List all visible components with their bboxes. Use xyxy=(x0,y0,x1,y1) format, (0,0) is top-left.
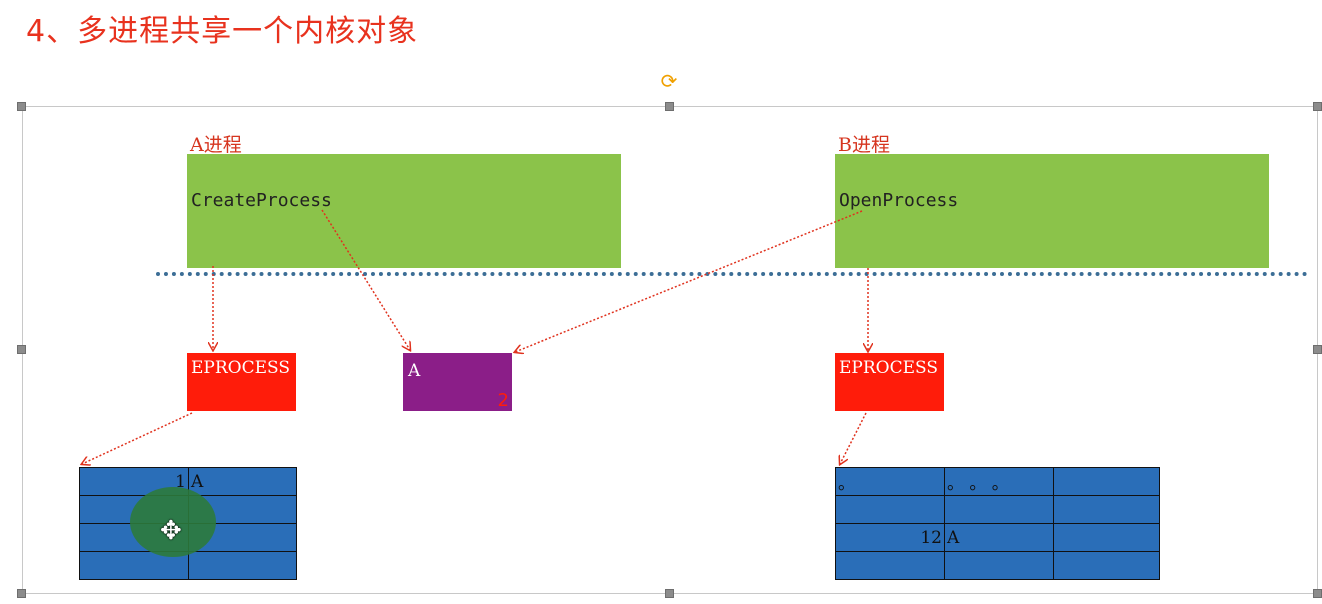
table-cell xyxy=(1053,467,1160,496)
table-row xyxy=(835,551,1160,580)
kernel-object: A 2 xyxy=(403,353,512,411)
table-cell: 12 xyxy=(835,523,945,552)
process-b-handle-table: 。 。 。 。 12 A xyxy=(835,467,1160,580)
resize-handle-bottom-left[interactable] xyxy=(17,589,26,598)
process-a-box xyxy=(187,154,621,268)
process-a-eprocess: EPROCESS xyxy=(187,353,296,411)
kernel-object-name: A xyxy=(408,361,421,381)
slide-title: 4、多进程共享一个内核对象 xyxy=(26,14,419,49)
resize-handle-top-middle[interactable] xyxy=(665,102,674,111)
cursor-highlight xyxy=(130,487,216,557)
table-row xyxy=(835,495,1160,524)
process-b-box xyxy=(835,154,1269,268)
table-row: 12 A xyxy=(835,523,1160,552)
table-cell xyxy=(944,551,1054,580)
process-b-call: OpenProcess xyxy=(839,190,959,211)
arrow-openprocess-to-object xyxy=(515,210,863,352)
rotate-handle-icon[interactable]: ⟳ xyxy=(660,69,678,93)
arrow-createprocess-to-object xyxy=(321,209,410,350)
resize-handle-bottom-middle[interactable] xyxy=(665,589,674,598)
table-cell xyxy=(835,551,945,580)
resize-handle-top-left[interactable] xyxy=(17,102,26,111)
table-cell: A xyxy=(188,467,297,496)
process-a-label: A进程 xyxy=(190,134,242,156)
table-cell xyxy=(1053,523,1160,552)
process-b-eprocess: EPROCESS xyxy=(835,353,944,411)
resize-handle-middle-left[interactable] xyxy=(17,345,26,354)
table-cell xyxy=(188,551,297,580)
kernel-object-ref-count: 2 xyxy=(497,390,509,411)
table-cell: A xyxy=(944,523,1054,552)
user-kernel-divider xyxy=(156,272,1308,276)
arrow-eprocess-a-to-table xyxy=(82,412,193,464)
table-cell xyxy=(835,495,945,524)
move-cursor-icon: ✥ xyxy=(160,516,182,546)
table-cell xyxy=(944,495,1054,524)
process-b-label: B进程 xyxy=(838,134,890,156)
arrow-eprocess-b-to-table xyxy=(840,412,867,464)
table-cell: 。 。 。 xyxy=(944,467,1054,496)
table-cell xyxy=(1053,551,1160,580)
process-a-call: CreateProcess xyxy=(191,190,332,211)
